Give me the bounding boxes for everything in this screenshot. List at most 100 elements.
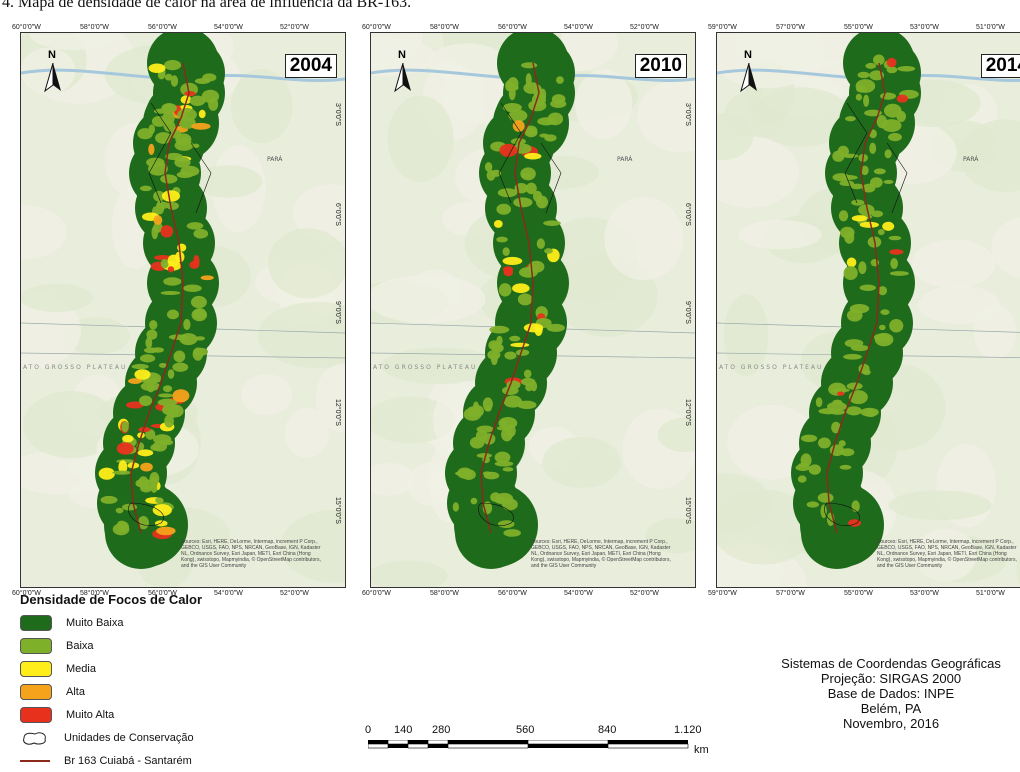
longitude-tick-bottom: 54°0'0"W	[214, 590, 243, 597]
north-arrow-icon: N	[43, 49, 63, 93]
map-panel-2010: 60°0'0"W 58°0'0"W 56°0'0"W 54°0'0"W 52°0'0"W…	[358, 22, 708, 597]
scale-label: 840	[598, 724, 617, 736]
scale-label: 140	[394, 724, 413, 736]
legend-label: Muito Baixa	[66, 616, 124, 629]
legend-label: Br 163 Cuiabá - Santarém	[64, 754, 192, 767]
longitude-tick-bottom: 55°0'0"W	[844, 590, 873, 597]
latitude-tick: 3°0'0"S	[334, 103, 341, 126]
crs-line: Belém, PA	[860, 701, 922, 716]
map-year-label: 2010	[634, 54, 687, 78]
latitude-tick: 12°0'0"S	[684, 399, 691, 426]
scale-label: 560	[516, 724, 535, 736]
legend-swatch	[20, 660, 52, 677]
legend-item: Br 163 Cuiabá - Santarém	[20, 749, 280, 772]
svg-text:ATO GROSSO PLATEAU: ATO GROSSO PLATEAU	[373, 364, 477, 371]
crs-line: Novembro, 2016	[842, 716, 940, 731]
crs-line: Sistemas de Coordendas Geográficas	[781, 656, 1001, 671]
longitude-tick-top: 57°0'0"W	[776, 24, 805, 31]
map-year-label: 2014	[980, 54, 1020, 78]
legend-swatch	[20, 706, 52, 723]
map-frame: PARÁ ATO GROSSO PLATEAU 2010 N 3°0'0"S 6°0'0"…	[370, 32, 696, 588]
longitude-tick-top: 60°0'0"W	[12, 24, 41, 31]
conservation-unit-icon	[23, 731, 46, 745]
longitude-tick-top: 58°0'0"W	[430, 24, 459, 31]
br163-road-line	[826, 62, 886, 534]
br163-road-line	[480, 62, 540, 534]
longitude-tick-bottom: 60°0'0"W	[362, 590, 391, 597]
longitude-tick-bottom: 60°0'0"W	[12, 590, 41, 597]
legend-swatch	[20, 637, 52, 654]
longitude-tick-top: 53°0'0"W	[910, 24, 939, 31]
legend-item: Unidades de Conservação	[20, 726, 280, 749]
latitude-tick: 9°0'0"S	[684, 301, 691, 324]
latitude-tick: 3°0'0"S	[684, 103, 691, 126]
north-arrow-icon: N	[393, 49, 413, 93]
longitude-tick-bottom: 57°0'0"W	[776, 590, 805, 597]
latitude-tick: 12°0'0"S	[334, 399, 341, 426]
legend-swatch	[20, 683, 52, 700]
longitude-tick-bottom: 52°0'0"W	[280, 590, 309, 597]
map-panel-2004: 60°0'0"W 58°0'0"W 56°0'0"W 54°0'0"W 52°0'0"W…	[8, 22, 358, 597]
longitude-tick-bottom: 54°0'0"W	[564, 590, 593, 597]
map-panel-2014: 59°0'0"W 57°0'0"W 55°0'0"W 53°0'0"W 51°0'0"W…	[704, 22, 1020, 597]
svg-text:PARÁ: PARÁ	[617, 156, 633, 163]
basemap-attribution: Sources: Esri, HERE, DeLorme, Intermap, …	[181, 539, 321, 569]
longitude-tick-top: 59°0'0"W	[708, 24, 737, 31]
longitude-tick-top: 51°0'0"W	[976, 24, 1005, 31]
latitude-tick: 15°0'0"S	[684, 497, 691, 524]
figure-caption: 4. Mapa de densidade de calor na área de…	[2, 0, 412, 11]
basemap-attribution: Sources: Esri, HERE, DeLorme, Intermap, …	[531, 539, 671, 569]
longitude-tick-top: 60°0'0"W	[362, 24, 391, 31]
longitude-tick-bottom: 52°0'0"W	[630, 590, 659, 597]
scale-label: 1.120	[674, 724, 702, 736]
legend-label: Muito Alta	[66, 708, 115, 721]
legend-label: Baixa	[66, 639, 94, 652]
longitude-tick-top: 52°0'0"W	[280, 24, 309, 31]
legend-label: Unidades de Conservação	[64, 731, 194, 744]
crs-line: Projeção: SIRGAS 2000	[820, 671, 962, 686]
legend-item: Muito Alta	[20, 703, 280, 726]
legend-swatch	[20, 614, 52, 631]
coordinate-system-info: Sistemas de Coordendas Geográficas Proje…	[760, 656, 1020, 731]
legend-label: Media	[66, 662, 96, 675]
north-arrow-icon: N	[739, 49, 759, 93]
longitude-tick-bottom: 59°0'0"W	[708, 590, 737, 597]
legend-item: Media	[20, 657, 280, 680]
longitude-tick-top: 58°0'0"W	[80, 24, 109, 31]
map-year-label: 2004	[284, 54, 337, 78]
legend-title: Densidade de Focos de Calor	[20, 592, 203, 607]
heat-density-map: PARÁ ATO GROSSO PLATEAU	[717, 33, 1020, 587]
svg-text:ATO GROSSO PLATEAU: ATO GROSSO PLATEAU	[719, 364, 823, 371]
longitude-tick-top: 54°0'0"W	[564, 24, 593, 31]
legend: Densidade de Focos de Calor Muito Baixa …	[20, 592, 280, 772]
scale-bar-graphic	[368, 740, 689, 749]
longitude-tick-top: 56°0'0"W	[148, 24, 177, 31]
svg-text:PARÁ: PARÁ	[267, 156, 283, 163]
legend-item: Alta	[20, 680, 280, 703]
road-line-icon	[20, 759, 50, 762]
latitude-tick: 15°0'0"S	[334, 497, 341, 524]
latitude-tick: 6°0'0"S	[684, 203, 691, 226]
br163-road-line	[130, 62, 190, 534]
legend-item: Muito Baixa	[20, 611, 280, 634]
longitude-tick-bottom: 58°0'0"W	[80, 590, 109, 597]
scale-unit: km	[694, 744, 709, 756]
heat-density-map: PARÁ ATO GROSSO PLATEAU	[371, 33, 695, 587]
longitude-tick-bottom: 56°0'0"W	[498, 590, 527, 597]
svg-text:PARÁ: PARÁ	[963, 156, 979, 163]
longitude-tick-bottom: 51°0'0"W	[976, 590, 1005, 597]
scale-label: 280	[432, 724, 451, 736]
longitude-tick-bottom: 56°0'0"W	[148, 590, 177, 597]
longitude-tick-top: 55°0'0"W	[844, 24, 873, 31]
longitude-tick-top: 56°0'0"W	[498, 24, 527, 31]
scale-label: 0	[365, 724, 372, 736]
legend-label: Alta	[66, 685, 85, 698]
basemap-attribution: Sources: Esri, HERE, DeLorme, Intermap, …	[877, 539, 1017, 569]
longitude-tick-top: 54°0'0"W	[214, 24, 243, 31]
longitude-tick-bottom: 53°0'0"W	[910, 590, 939, 597]
longitude-tick-bottom: 58°0'0"W	[430, 590, 459, 597]
longitude-tick-top: 52°0'0"W	[630, 24, 659, 31]
latitude-tick: 9°0'0"S	[334, 301, 341, 324]
